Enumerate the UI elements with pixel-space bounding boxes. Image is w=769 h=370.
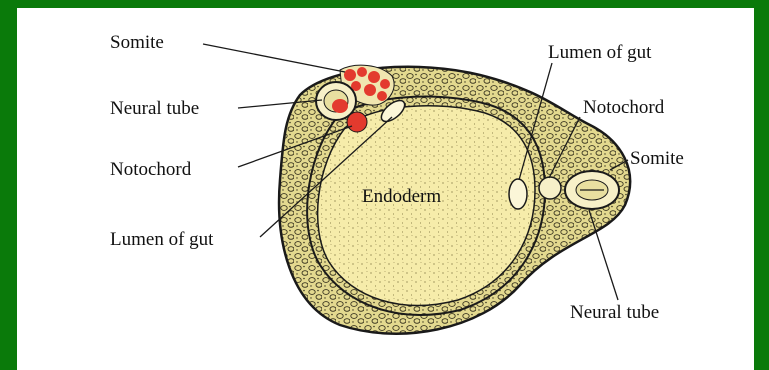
neural-tube-right [565, 171, 619, 209]
label-lumen-left: Lumen of gut [110, 229, 214, 250]
notochord-right [539, 177, 561, 199]
notochord-left [347, 112, 367, 132]
label-notochord-right: Notochord [583, 97, 665, 118]
label-notochord-left: Notochord [110, 159, 192, 180]
label-neural-tube-left: Neural tube [110, 98, 199, 119]
label-somite-left: Somite [110, 32, 164, 53]
label-neural-tube-right: Neural tube [570, 302, 659, 323]
lumen-right [509, 179, 527, 209]
label-somite-right: Somite [630, 148, 684, 169]
label-lumen-right: Lumen of gut [548, 42, 652, 63]
label-endoderm: Endoderm [362, 186, 441, 207]
